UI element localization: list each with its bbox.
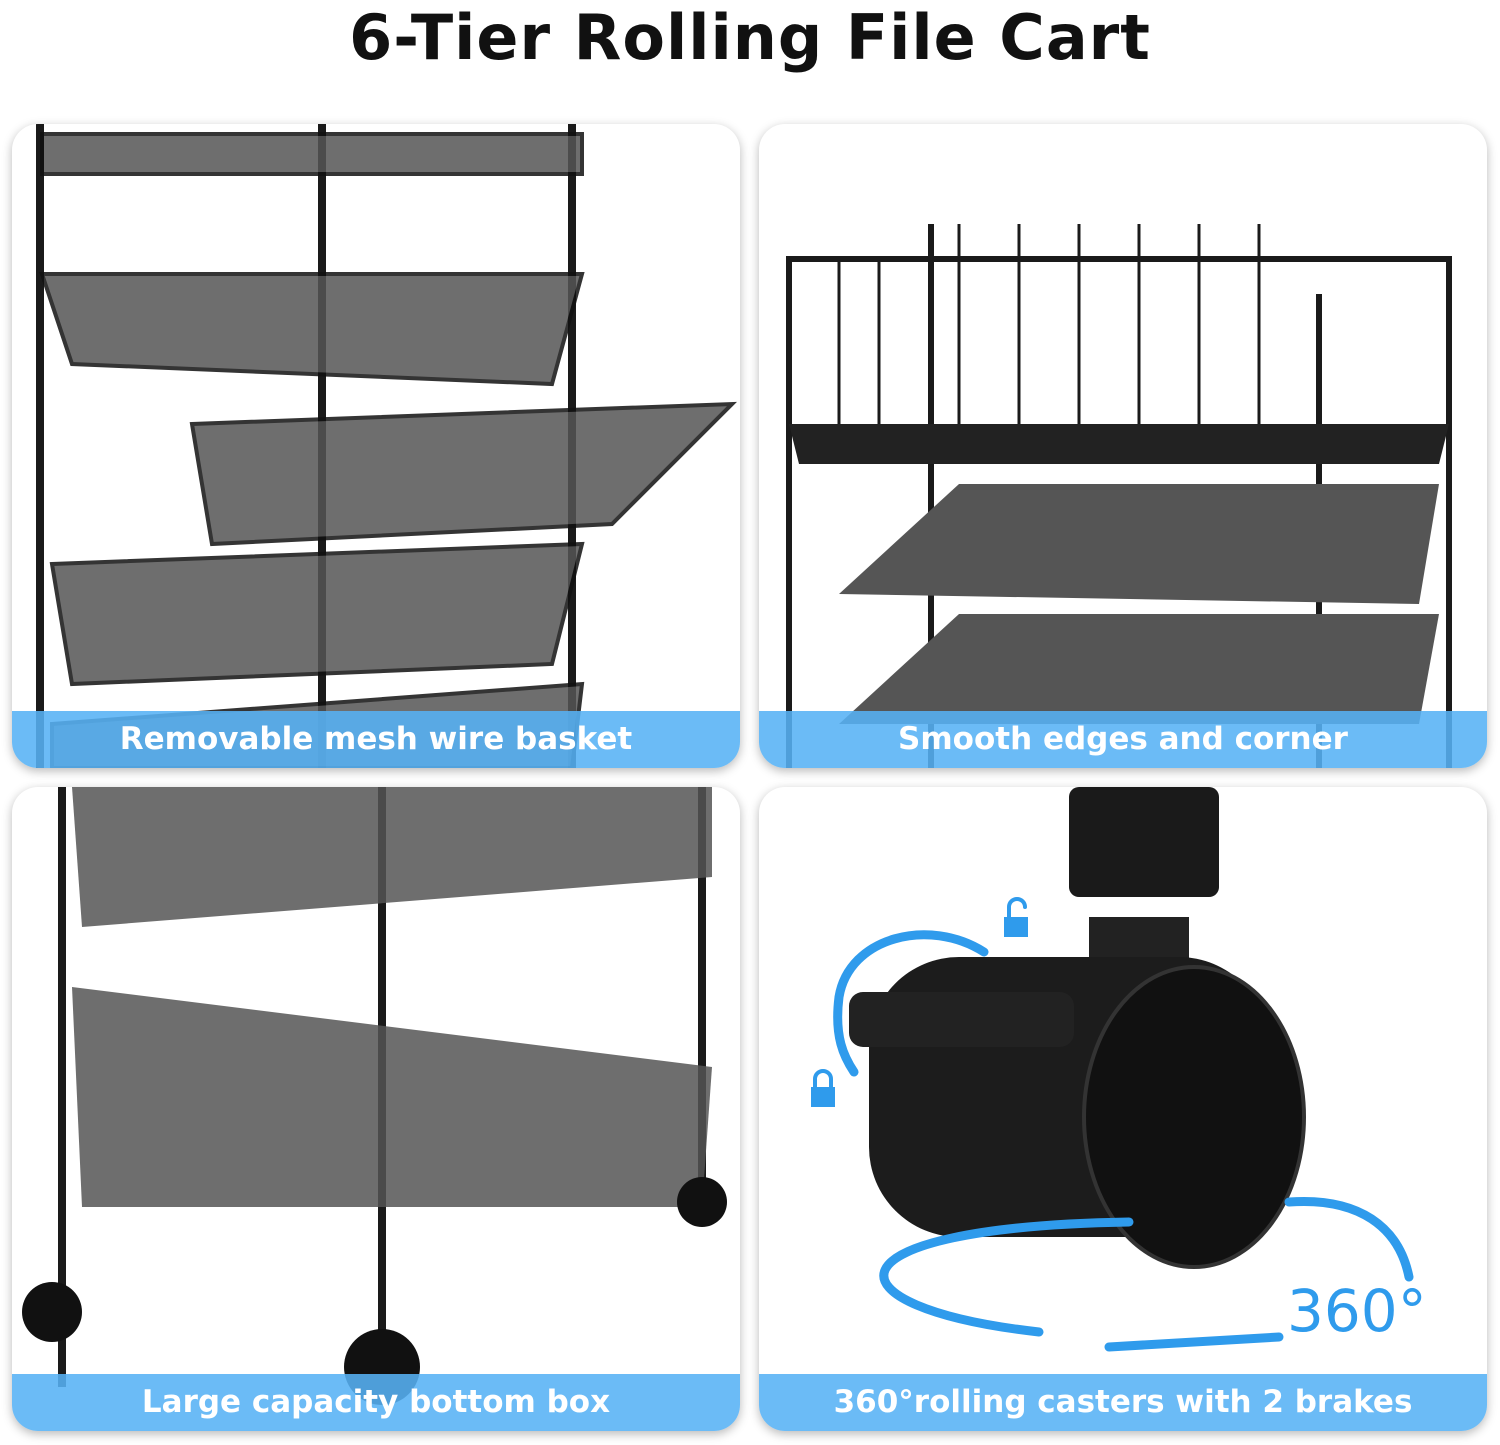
panel-caption: 360°rolling casters with 2 brakes [759, 1374, 1487, 1431]
rotation-label: 360° [1287, 1277, 1427, 1345]
unlock-icon [1004, 897, 1028, 937]
page-title: 6-Tier Rolling File Cart [349, 1, 1151, 74]
panel-caption: Smooth edges and corner [759, 711, 1487, 768]
caster-wheel [22, 1282, 82, 1342]
cart-bottom-illustration [22, 787, 727, 1405]
cart-top-illustration [786, 224, 1452, 768]
panel-caption: Large capacity bottom box [12, 1374, 740, 1431]
panel-caption: Removable mesh wire basket [12, 711, 740, 768]
panel-smooth-edges: Smooth edges and corner [759, 124, 1487, 768]
caster-illustration [811, 787, 1414, 1352]
lock-icon [811, 1069, 835, 1107]
cart-baskets-illustration [36, 124, 738, 768]
panel-casters: 360° 360°rolling casters with 2 brakes [759, 787, 1487, 1431]
panel-bottom-box: Large capacity bottom box [12, 787, 740, 1431]
panel-mesh-basket: Removable mesh wire basket [12, 124, 740, 768]
